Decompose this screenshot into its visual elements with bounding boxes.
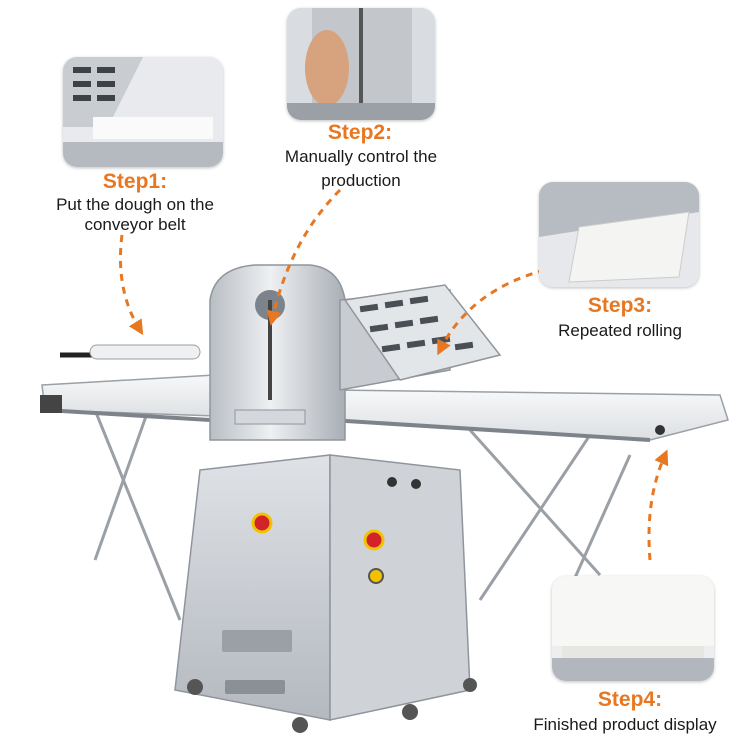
left-support-leg (93, 404, 182, 621)
step1-photo (63, 57, 223, 167)
step1-description-line2: conveyor belt (84, 215, 186, 234)
step4-title: Step4: (597, 688, 663, 711)
step3-title: Step3: (587, 294, 653, 317)
machine-cabinet (174, 454, 477, 733)
arrow-step2 (266, 188, 342, 326)
step3-photo (539, 182, 699, 287)
step2-description-line1: Manually control the (284, 147, 438, 166)
step-arrows (119, 188, 669, 561)
arrow-step3 (437, 268, 546, 356)
step2-photo (287, 8, 435, 120)
step4-photo (552, 576, 714, 681)
step2-description-line2: production (321, 171, 401, 190)
step3-description: Repeated rolling (558, 321, 682, 340)
arrow-step1 (119, 234, 144, 336)
step1-description-line1: Put the dough on the (56, 195, 214, 214)
step4-description: Finished product display (533, 715, 717, 734)
right-support-leg (468, 428, 632, 601)
step2-title: Step2: (327, 121, 393, 144)
safety-guard (343, 284, 502, 381)
step1-title: Step1: (102, 170, 168, 193)
arrow-step4 (647, 449, 669, 561)
